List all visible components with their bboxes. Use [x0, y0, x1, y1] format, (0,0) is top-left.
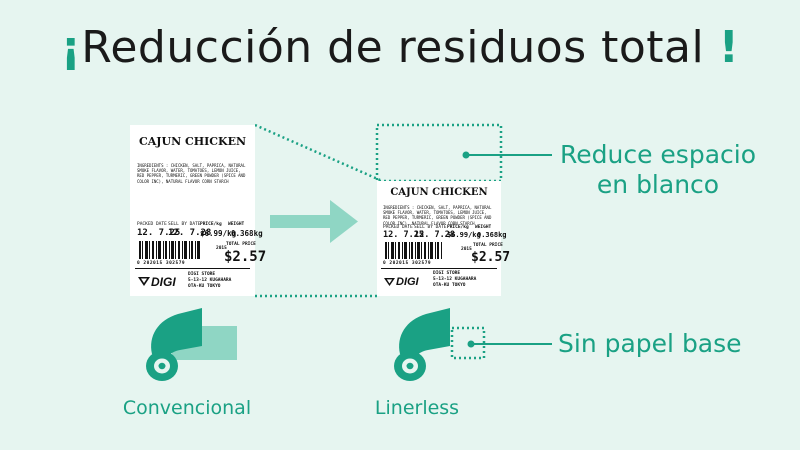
receipt-ingredients: INGREDIENTS : CHICKEN, SALT, PAPRICA, NA… [383, 205, 494, 226]
receipt-store-addr2: OTA-KU TOKYO [188, 284, 221, 289]
receipt-packed-label: PACKED DATE [383, 225, 413, 230]
title-close-mark: ! [718, 22, 740, 73]
caption-linerless: Linerless [374, 397, 460, 419]
receipt-total-label: TOTAL PRICE [226, 242, 256, 247]
barcode-icon [139, 241, 200, 259]
reduce-whitespace-label: Reduce espacio en blanco [558, 140, 758, 200]
receipt-total-price: $2.57 [224, 249, 267, 265]
receipt-ingredients: INGREDIENTS : CHICKEN, SALT, PAPRICA, NA… [137, 163, 248, 184]
receipt-product-name: CAJUN CHICKEN [390, 187, 488, 198]
receipt-packed-date: 12. 7.25 [383, 230, 424, 240]
title-text: Reducción de residuos total [81, 22, 705, 73]
receipt-divider [135, 268, 250, 269]
receipt-sell-label: SELL BY DATE [168, 222, 201, 227]
digi-logo-icon [384, 278, 395, 286]
receipt-weight: 0.368kg [231, 229, 263, 238]
receipt-brand: DIGI [396, 276, 419, 288]
receipt-packed-date: 12. 7.25 [137, 228, 181, 238]
diagonal-connector [254, 123, 381, 182]
receipt-barcode-number: 0 202015 302579 [137, 261, 186, 266]
receipt-packed-label: PACKED DATE [137, 222, 167, 227]
receipt-sell-date: 12. 7.28 [168, 228, 212, 238]
receipt-sell-date: 12. 7.28 [414, 230, 455, 240]
receipt-conventional: CAJUN CHICKEN INGREDIENTS : CHICKEN, SAL… [130, 125, 266, 296]
receipt-store-addr1: 5-13-12 KUGAHARA [188, 278, 232, 283]
conventional-roll-icon [146, 308, 237, 381]
receipt-weight-label: WEIGHT [228, 222, 245, 227]
receipt-store-addr2: OTA-KU TOKYO [433, 283, 466, 288]
receipt-price-label: PRICE/kg [447, 225, 469, 230]
receipt-product-name: CAJUN CHICKEN [138, 135, 247, 148]
caption-conventional: Convencional [122, 397, 252, 419]
receipt-store-addr1: 5-13-12 KUGAHARA [433, 277, 477, 282]
receipt-year: 2015 [216, 246, 227, 251]
receipt-total-label: TOTAL PRICE [473, 243, 503, 248]
right-arrow-icon [270, 200, 358, 243]
removed-liner-frame [450, 326, 486, 360]
barcode-icon [385, 242, 442, 259]
receipt-linerless: CAJUN CHICKEN INGREDIENTS : CHICKEN, SAL… [377, 181, 510, 296]
receipt-store-name: DIGI STORE [433, 271, 461, 276]
receipt-divider [381, 268, 497, 269]
reduce-label-line2: en blanco [596, 170, 720, 199]
whitespace-frame [375, 123, 503, 183]
receipt-barcode-number: 0 202015 302579 [383, 261, 432, 266]
receipt-weight-label: WEIGHT [475, 225, 492, 230]
reduce-label-line1: Reduce espacio [560, 140, 756, 169]
receipt-weight: 0.368kg [477, 231, 507, 239]
receipt-store-name: DIGI STORE [188, 272, 216, 277]
receipt-year: 2015 [461, 247, 472, 252]
receipt-price-per-kg: $6.99/kg [447, 231, 481, 239]
page-title: ¡Reducción de residuos total ! [0, 22, 800, 73]
receipt-price-label: PRICE/kg [200, 222, 222, 227]
title-open-mark: ¡ [60, 22, 82, 73]
no-liner-label: Sin papel base [558, 329, 742, 358]
receipt-brand: DIGI [151, 275, 176, 289]
digi-logo-icon [138, 277, 150, 286]
receipt-total-price: $2.57 [471, 250, 511, 265]
receipt-price-per-kg: $6.99/kg [200, 229, 237, 238]
receipt-sell-label: SELL BY DATE [414, 225, 447, 230]
linerless-roll-icon [394, 308, 486, 381]
